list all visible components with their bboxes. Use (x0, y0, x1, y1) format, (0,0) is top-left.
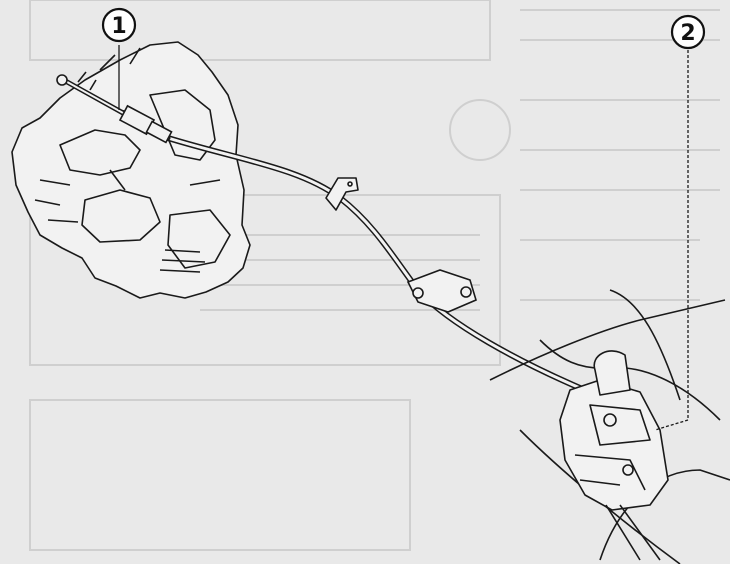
callout-2-circle (670, 14, 706, 50)
callout-2-label: 2 (680, 21, 695, 46)
cable-mounting-bracket (325, 177, 359, 211)
callout-1-label: 1 (111, 14, 126, 39)
leader-line-2 (654, 50, 689, 431)
callout-1: 1 (101, 7, 137, 43)
callout-2: 2 (670, 14, 706, 50)
cable-end-fitting (56, 71, 173, 144)
bleed-through-ghost (29, 0, 720, 551)
callout-1-circle (101, 7, 137, 43)
cable-clamp-plate (406, 269, 477, 313)
shifter-assembly (559, 350, 669, 561)
transmission-housing (11, 41, 251, 299)
leader-lines (118, 45, 689, 431)
